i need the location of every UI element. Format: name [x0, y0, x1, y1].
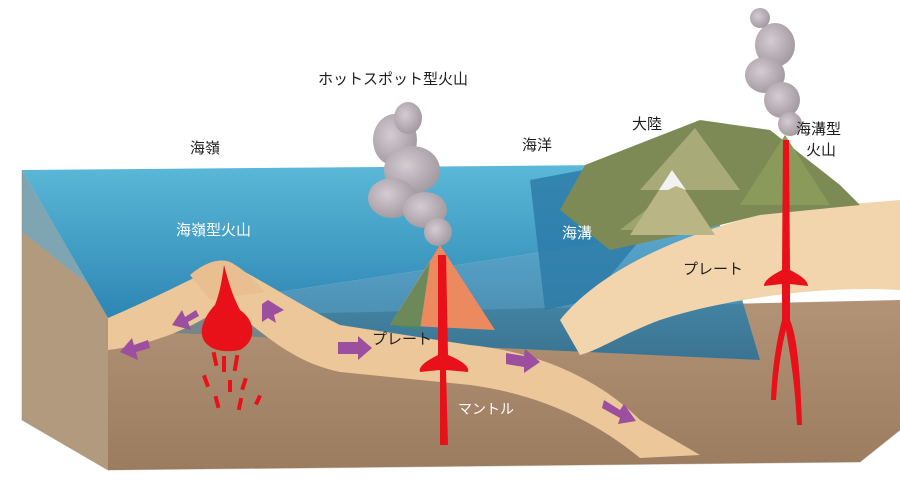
hotspot-smoke	[368, 102, 452, 246]
trench-volcano-label-1: 海溝型	[796, 120, 842, 138]
arrow-left-lower	[120, 338, 150, 360]
arrow-plate-2	[506, 349, 540, 373]
block-edge	[21, 170, 900, 471]
arrow-left-upper	[172, 310, 199, 330]
arrow-right-ridge	[262, 300, 284, 323]
oceanic-plate	[108, 262, 700, 458]
arrow-plate-1	[338, 336, 372, 360]
plate-ocean-label: プレート	[372, 330, 433, 348]
hotspot-volcano-green	[390, 262, 430, 330]
hotspot-volcano-label: ホットスポット型火山	[318, 70, 469, 88]
plate-motion-arrows	[120, 300, 636, 424]
mountain-snow	[659, 170, 686, 190]
ridge-label: 海嶺	[190, 139, 221, 157]
continental-plate	[560, 200, 900, 355]
ridge-magma	[201, 265, 262, 411]
arrow-plate-3	[602, 400, 636, 424]
hotspot-magma	[419, 255, 469, 445]
trench-volcano-smoke	[745, 8, 802, 136]
ridge-volcano-label: 海嶺型火山	[176, 221, 252, 239]
continent-label: 大陸	[632, 115, 663, 133]
trench-label: 海溝	[562, 224, 593, 242]
mountain-front	[630, 170, 715, 235]
mantle-label: マントル	[458, 402, 514, 418]
trench-volcano-magma	[764, 140, 808, 425]
trench-volcano-label-2: 火山	[806, 141, 837, 159]
ocean-label: 海洋	[522, 136, 553, 154]
plate-continent-label: プレート	[683, 260, 744, 278]
mountain-back	[640, 128, 740, 190]
